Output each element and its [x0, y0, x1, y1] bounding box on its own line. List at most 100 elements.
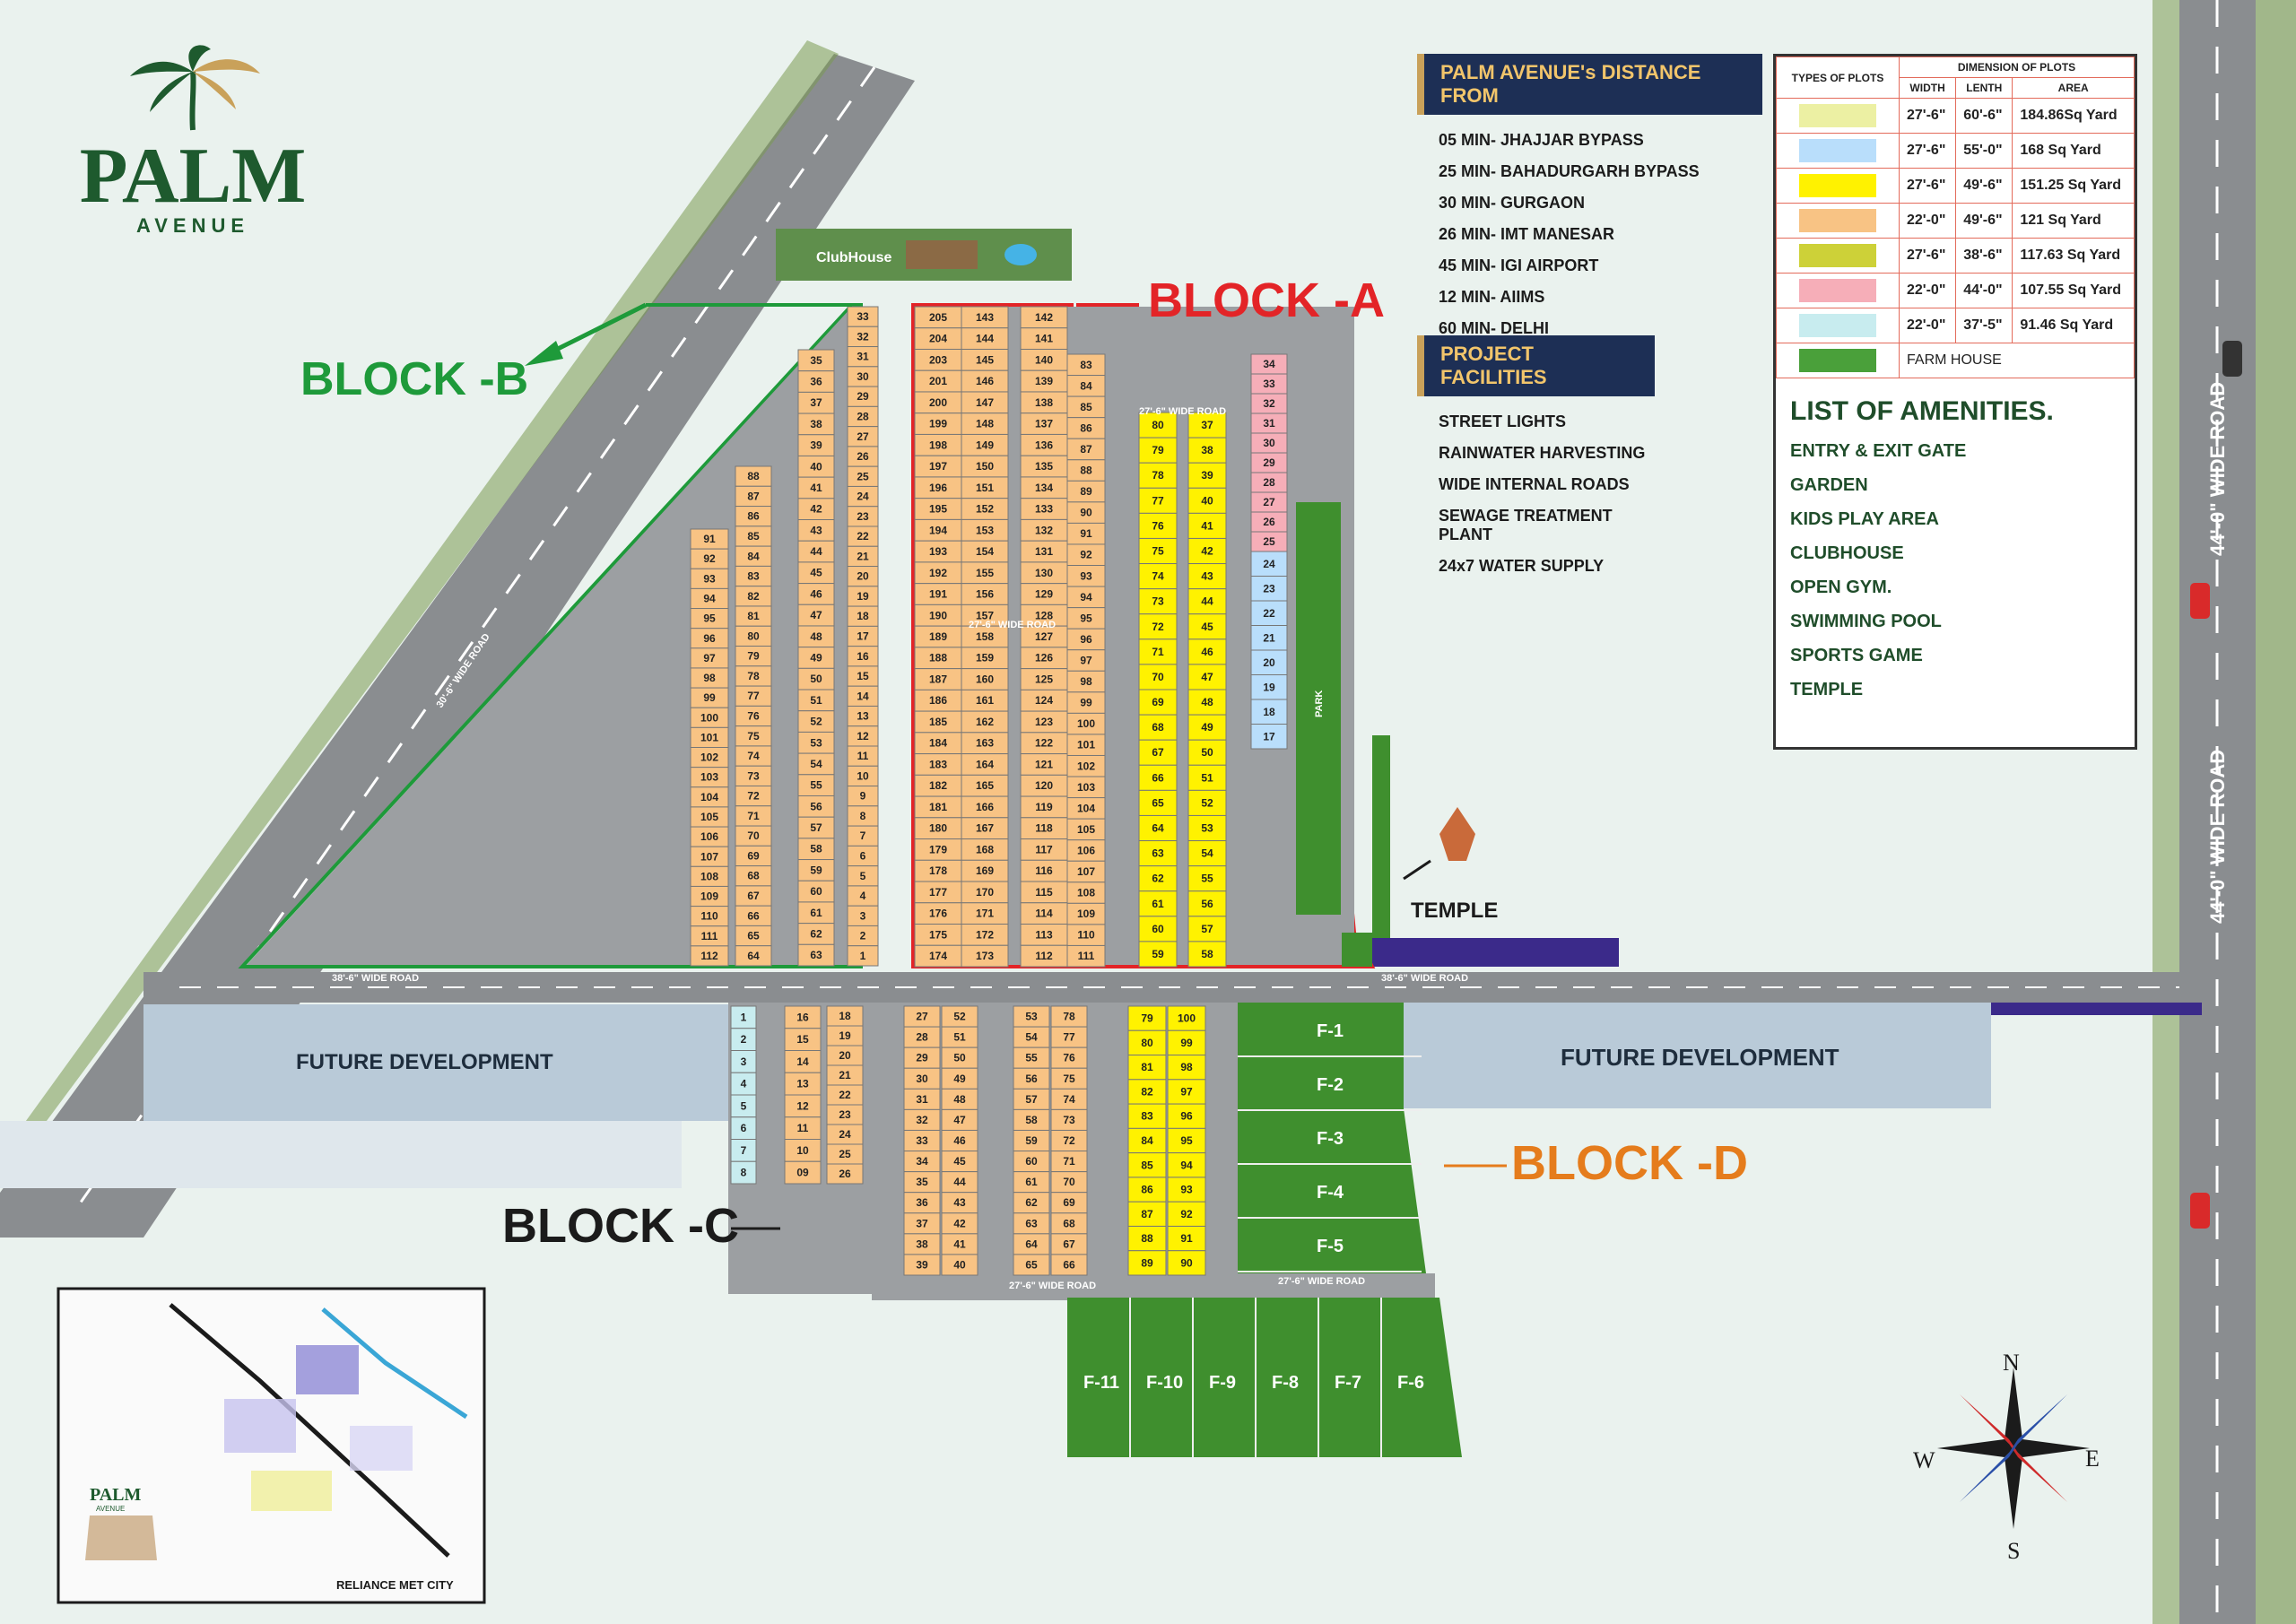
- plot-cell[interactable]: [730, 1160, 757, 1185]
- plot-cell[interactable]: [847, 945, 879, 967]
- plot-cell[interactable]: [1250, 576, 1288, 602]
- plot-cell[interactable]: [1250, 649, 1288, 675]
- plot-number: 47: [953, 1114, 966, 1126]
- plot-cell[interactable]: [1127, 1055, 1167, 1081]
- plot-cell[interactable]: [784, 1072, 822, 1096]
- plot-cell[interactable]: [784, 1160, 822, 1185]
- plot-cell[interactable]: [961, 944, 1009, 968]
- plot-cell[interactable]: [730, 1005, 757, 1029]
- plot-cell[interactable]: [1138, 865, 1178, 892]
- plot-cell[interactable]: [730, 1094, 757, 1118]
- plot-cell[interactable]: [1127, 1152, 1167, 1178]
- plot-cell[interactable]: [1187, 764, 1227, 791]
- plot-cell[interactable]: [1138, 512, 1178, 539]
- plot-cell[interactable]: [797, 943, 835, 967]
- farm-label-F-1[interactable]: F-1: [1317, 1021, 1344, 1041]
- farm-label-F-4[interactable]: F-4: [1317, 1183, 1344, 1203]
- plot-cell[interactable]: [784, 1050, 822, 1073]
- plot-cell[interactable]: [1187, 664, 1227, 690]
- plot-cell[interactable]: [1138, 537, 1178, 565]
- plot-cell[interactable]: [1250, 625, 1288, 651]
- farm-label-F-6[interactable]: F-6: [1397, 1373, 1424, 1393]
- plot-cell[interactable]: [1127, 1225, 1167, 1252]
- plot-cell[interactable]: [1127, 1127, 1167, 1154]
- plot-cell[interactable]: [1187, 890, 1227, 917]
- plot-cell[interactable]: [1138, 739, 1178, 766]
- plot-cell[interactable]: [1050, 1254, 1088, 1276]
- plot-cell[interactable]: [1187, 437, 1227, 464]
- plot-cell[interactable]: [1138, 814, 1178, 842]
- plot-cell[interactable]: [1138, 588, 1178, 615]
- plot-cell[interactable]: [1167, 1055, 1206, 1081]
- plot-cell[interactable]: [1187, 588, 1227, 615]
- plot-cell[interactable]: [1167, 1201, 1206, 1227]
- plot-cell[interactable]: [735, 945, 772, 967]
- plot-cell[interactable]: [1167, 1250, 1206, 1276]
- plot-number: 1: [741, 1011, 747, 1023]
- plot-cell[interactable]: [1138, 462, 1178, 489]
- plot-cell[interactable]: [1250, 674, 1288, 700]
- plot-number: 21: [857, 550, 869, 562]
- plot-cell[interactable]: [1167, 1152, 1206, 1178]
- plot-cell[interactable]: [730, 1050, 757, 1073]
- plot-cell[interactable]: [941, 1254, 978, 1276]
- farm-label-F-11[interactable]: F-11: [1083, 1373, 1119, 1393]
- plot-cell[interactable]: [1138, 613, 1178, 640]
- plot-cell[interactable]: [1167, 1225, 1206, 1252]
- plot-cell[interactable]: [1167, 1005, 1206, 1031]
- plot-cell[interactable]: [1138, 890, 1178, 917]
- plot-cell[interactable]: [1167, 1103, 1206, 1129]
- plot-cell[interactable]: [1066, 944, 1106, 968]
- plot-cell[interactable]: [1138, 714, 1178, 741]
- plot-cell[interactable]: [903, 1254, 941, 1276]
- plot-cell[interactable]: [826, 1163, 864, 1185]
- plot-cell[interactable]: [1167, 1127, 1206, 1154]
- plot-cell[interactable]: [1167, 1177, 1206, 1203]
- plot-cell[interactable]: [730, 1028, 757, 1051]
- farm-label-F-7[interactable]: F-7: [1335, 1373, 1361, 1393]
- plot-cell[interactable]: [1187, 840, 1227, 867]
- plot-cell[interactable]: [1187, 412, 1227, 439]
- plot-cell[interactable]: [1138, 789, 1178, 816]
- plot-cell[interactable]: [1138, 941, 1178, 968]
- plot-cell[interactable]: [1138, 563, 1178, 590]
- plot-cell[interactable]: [690, 945, 729, 967]
- farm-label-F-5[interactable]: F-5: [1317, 1237, 1344, 1256]
- plot-cell[interactable]: [730, 1139, 757, 1162]
- plot-cell[interactable]: [1250, 600, 1288, 626]
- plot-cell[interactable]: [1187, 916, 1227, 942]
- plot-cell[interactable]: [1138, 437, 1178, 464]
- plot-cell[interactable]: [1138, 664, 1178, 690]
- plot-number: 28: [916, 1031, 928, 1044]
- plot-cell[interactable]: [784, 1116, 822, 1140]
- plot-cell[interactable]: [1187, 689, 1227, 716]
- farm-label-F-2[interactable]: F-2: [1317, 1075, 1344, 1095]
- plot-cell[interactable]: [1187, 814, 1227, 842]
- plot-cell[interactable]: [1138, 412, 1178, 439]
- plot-cell[interactable]: [1250, 724, 1288, 750]
- plot-cell[interactable]: [1127, 1177, 1167, 1203]
- plot-cell[interactable]: [1250, 551, 1288, 577]
- plot-cell[interactable]: [784, 1028, 822, 1051]
- plot-cell[interactable]: [1187, 487, 1227, 514]
- farm-label-F-10[interactable]: F-10: [1146, 1373, 1183, 1393]
- plot-cell[interactable]: [1187, 512, 1227, 539]
- plot-cell[interactable]: [1187, 941, 1227, 968]
- plot-cell[interactable]: [1187, 739, 1227, 766]
- farm-label-F-9[interactable]: F-9: [1209, 1373, 1236, 1393]
- plot-cell[interactable]: [1138, 487, 1178, 514]
- plot-cell[interactable]: [1127, 1005, 1167, 1031]
- farm-label-F-8[interactable]: F-8: [1272, 1373, 1299, 1393]
- plot-cell[interactable]: [1013, 1254, 1050, 1276]
- plot-cell[interactable]: [784, 1139, 822, 1162]
- plot-cell[interactable]: [1127, 1250, 1167, 1276]
- plot-cell[interactable]: [1250, 699, 1288, 725]
- farm-label-F-3[interactable]: F-3: [1317, 1129, 1344, 1149]
- plot-cell[interactable]: [1187, 714, 1227, 741]
- plot-number: 68: [1152, 721, 1164, 734]
- plot-cell[interactable]: [1187, 462, 1227, 489]
- plot-cell[interactable]: [784, 1005, 822, 1029]
- plot-cell[interactable]: [1127, 1079, 1167, 1105]
- plot-cell[interactable]: [1138, 916, 1178, 942]
- plot-cell[interactable]: [1138, 764, 1178, 791]
